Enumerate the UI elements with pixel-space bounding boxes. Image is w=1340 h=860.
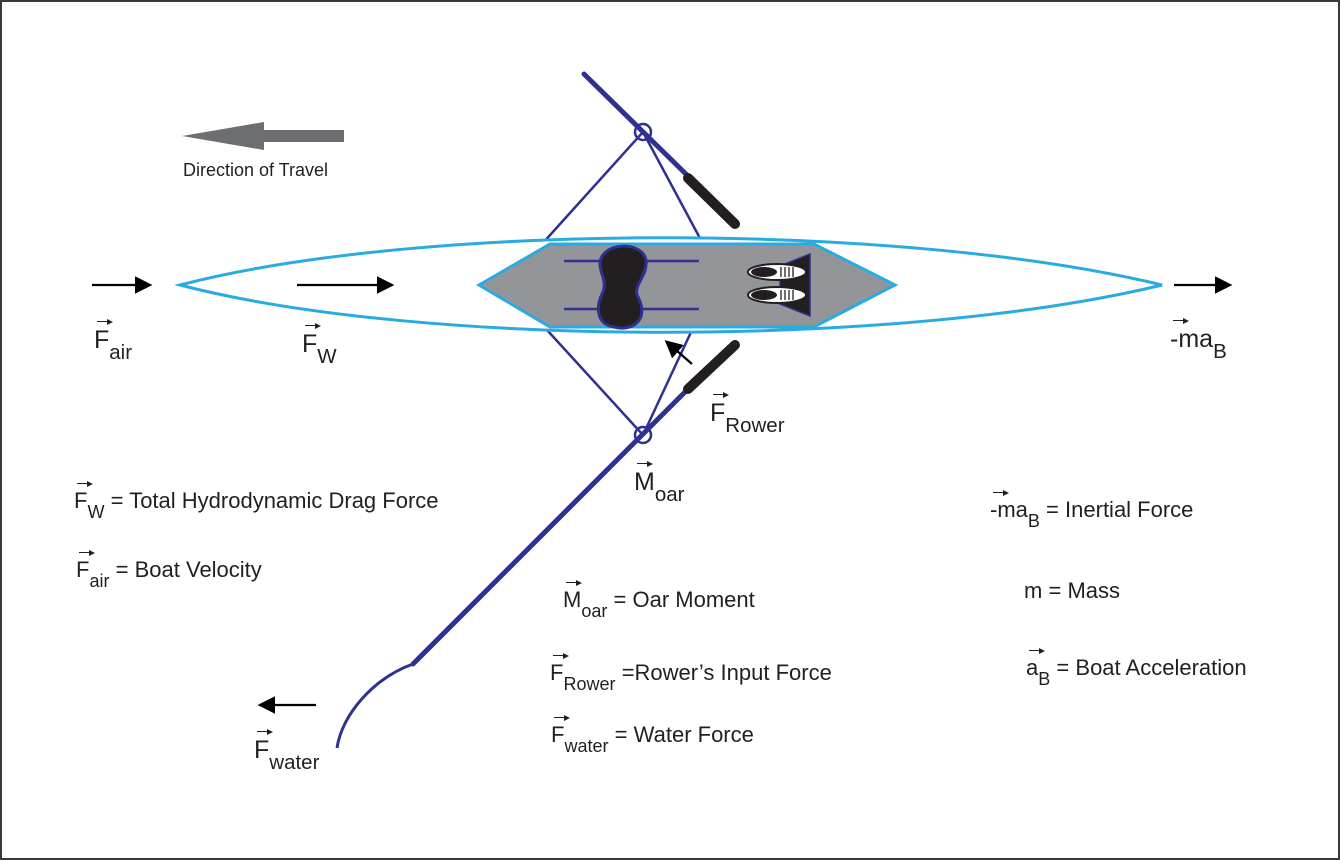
rowing-seat <box>596 244 648 330</box>
f-rower-arrow <box>664 340 693 365</box>
legend-f-air: Fair = Boat Velocity <box>76 549 262 591</box>
legend-a-b: aB = Boat Acceleration <box>1026 647 1247 689</box>
ma-b-label: -maB <box>1170 317 1227 364</box>
f-rower-label: FRower <box>710 391 785 438</box>
shoes <box>747 263 807 304</box>
legend-f-rower: FRower =Rower’s Input Force <box>550 652 832 694</box>
direction-of-travel-arrow <box>182 122 344 150</box>
force-arrows <box>92 276 1233 714</box>
legend-f-water: Fwater = Water Force <box>551 714 754 756</box>
oar-blade <box>335 662 414 749</box>
rigger <box>541 131 704 436</box>
f-w-label: FW <box>302 322 337 369</box>
boat-cockpit <box>476 242 899 329</box>
legend-m-oar: Moar = Oar Moment <box>563 579 755 621</box>
f-water-label: Fwater <box>254 728 320 775</box>
direction-of-travel-label: Direction of Travel <box>183 160 329 180</box>
legend-mass: m = Mass <box>1024 578 1120 603</box>
m-oar-label: Moar <box>634 460 685 507</box>
legend-ma-b: -maB = Inertial Force <box>990 489 1194 531</box>
bottom-oar <box>335 340 740 749</box>
top-oar <box>581 71 740 229</box>
f-air-label: Fair <box>94 318 133 365</box>
legend-f-w: FW = Total Hydrodynamic Drag Force <box>74 480 439 522</box>
